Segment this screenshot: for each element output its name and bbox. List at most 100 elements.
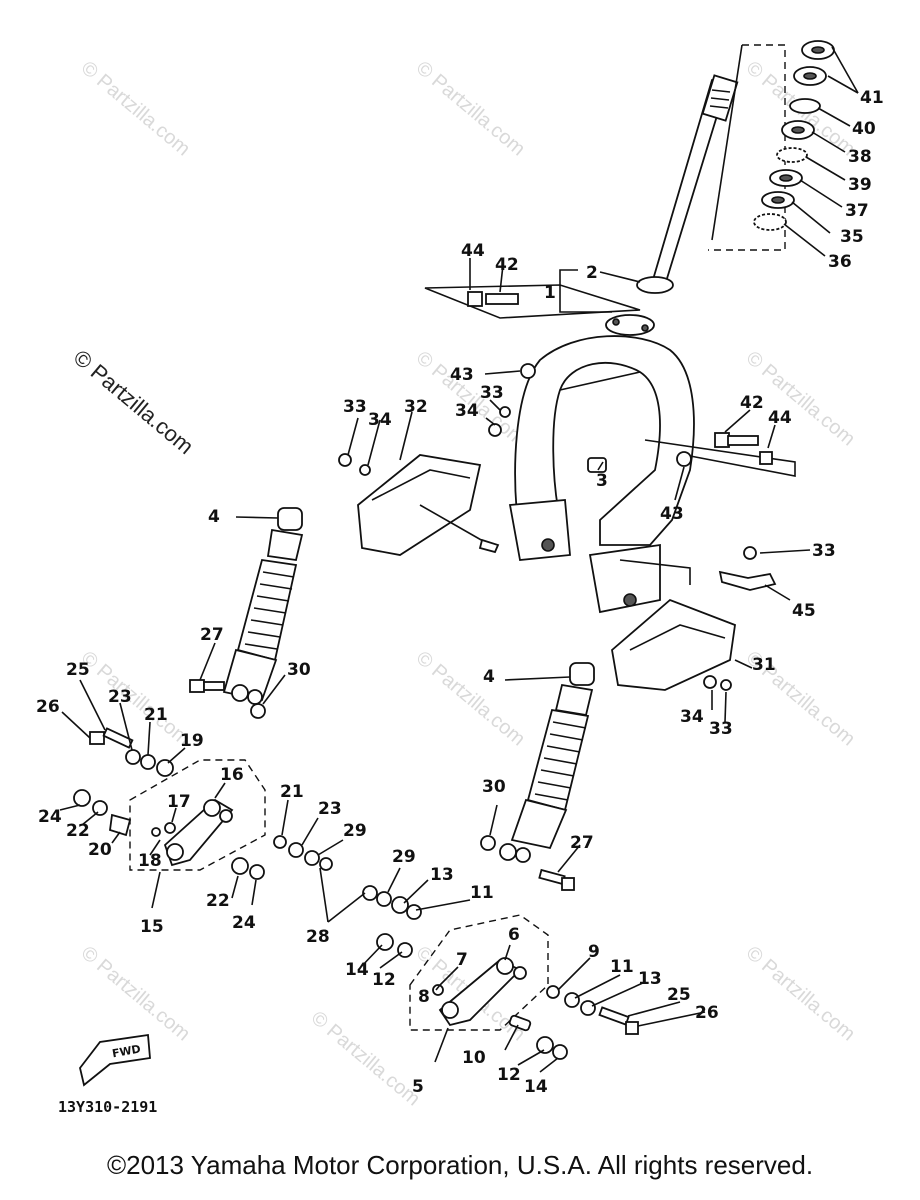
callout-label: 8 — [418, 987, 430, 1007]
shock-absorber-lower — [480, 662, 595, 891]
callout-label: 21 — [280, 782, 304, 802]
callout-label: 33 — [343, 397, 367, 417]
callout-label: 27 — [200, 625, 224, 645]
callout-label: 12 — [372, 970, 396, 990]
callout-label: 25 — [66, 660, 90, 680]
callout-label: 21 — [144, 705, 168, 725]
callout-label: 32 — [404, 397, 428, 417]
callout-label: 23 — [318, 799, 342, 819]
trim-plate-31 — [611, 546, 777, 691]
callout-label: 33 — [480, 383, 504, 403]
callout-label: 13 — [638, 969, 662, 989]
callout-label: 43 — [450, 365, 474, 385]
nut-43 — [676, 451, 692, 467]
washer-28 — [319, 857, 333, 871]
callout-label: 31 — [752, 655, 776, 675]
callout-label: 22 — [66, 821, 90, 841]
callout-label: 18 — [138, 851, 162, 871]
callout-label: 1 — [544, 283, 556, 303]
callout-label: 20 — [88, 840, 112, 860]
fwd-arrow-icon: FWD — [79, 1033, 151, 1087]
watermark: © Partzilla.com — [77, 942, 194, 1045]
callout-label: 38 — [848, 147, 872, 167]
callout-label: 14 — [345, 960, 369, 980]
callout-label: 12 — [497, 1065, 521, 1085]
diagram-code: 13Y310-2191 — [58, 1098, 157, 1116]
callout-label: 30 — [482, 777, 506, 797]
callout-label: 17 — [167, 792, 191, 812]
watermark-main: © Partzilla.com — [69, 345, 199, 459]
callout-label: 42 — [495, 255, 519, 275]
callout-label: 41 — [860, 88, 884, 108]
watermark: © Partzilla.com — [742, 942, 859, 1045]
watermark: © Partzilla.com — [412, 57, 529, 160]
callout-label: 3 — [596, 471, 608, 491]
callout-label: 44 — [461, 241, 485, 261]
bolt-42-upper — [467, 291, 519, 307]
callout-label: 33 — [812, 541, 836, 561]
callout-label: 11 — [610, 957, 634, 977]
callout-label: 36 — [828, 252, 852, 272]
callout-label: 13 — [430, 865, 454, 885]
callout-label: 6 — [508, 925, 520, 945]
callout-label: 45 — [792, 601, 816, 621]
callout-label: 42 — [740, 393, 764, 413]
callout-label: 29 — [343, 821, 367, 841]
washer-21 — [273, 835, 287, 849]
mount-plane — [644, 439, 796, 477]
callout-label: 5 — [412, 1077, 424, 1097]
callout-label: 2 — [586, 263, 598, 283]
callout-label: 7 — [456, 950, 468, 970]
watermark: © Partzilla.com — [307, 1007, 424, 1110]
callout-label: 33 — [709, 719, 733, 739]
callout-label: 29 — [392, 847, 416, 867]
fwd-label: FWD — [111, 1042, 142, 1060]
callout-label: 34 — [368, 410, 392, 430]
group-bracket-line — [711, 44, 743, 241]
callout-label: 9 — [588, 942, 600, 962]
link-group-5 — [362, 885, 639, 1060]
callout-label: 44 — [768, 408, 792, 428]
mount-plane — [619, 559, 691, 585]
callout-label: 16 — [220, 765, 244, 785]
callout-label: 28 — [306, 927, 330, 947]
callout-label: 4 — [483, 667, 495, 687]
callout-label: 14 — [524, 1077, 548, 1097]
callout-label: 35 — [840, 227, 864, 247]
callout-label: 24 — [232, 913, 256, 933]
callout-label: 40 — [852, 119, 876, 139]
callout-label: 25 — [667, 985, 691, 1005]
watermark: © Partzilla.com — [412, 647, 529, 750]
callout-label: 26 — [36, 697, 60, 717]
callout-labels: 41 40 38 39 37 35 36 2 1 44 42 43 33 34 … — [36, 88, 884, 1097]
callout-label: 15 — [140, 917, 164, 937]
steering-shaft — [605, 74, 739, 336]
callout-label: 34 — [680, 707, 704, 727]
nut-43 — [520, 363, 536, 379]
leader-lines — [59, 46, 859, 1073]
callout-label: 11 — [470, 883, 494, 903]
callout-label: 30 — [287, 660, 311, 680]
bolt-42-right — [714, 432, 773, 465]
callout-label: 10 — [462, 1048, 486, 1068]
link-group-15 — [73, 727, 266, 880]
callout-label: 24 — [38, 807, 62, 827]
callout-label: 43 — [660, 504, 684, 524]
trim-plate-32 — [338, 406, 511, 556]
shock-absorber-upper — [189, 507, 304, 719]
copyright-notice: ©2013 Yamaha Motor Corporation, U.S.A. A… — [106, 1150, 814, 1180]
watermark: © Partzilla.com — [77, 57, 194, 160]
callout-label: 4 — [208, 507, 220, 527]
mount-plane — [424, 284, 641, 319]
callout-label: 23 — [108, 687, 132, 707]
callout-label: 34 — [455, 401, 479, 421]
callout-label: 26 — [695, 1003, 719, 1023]
group-bracket — [708, 44, 786, 251]
callout-label: 39 — [848, 175, 872, 195]
washer-29 — [304, 850, 320, 866]
callout-label: 27 — [570, 833, 594, 853]
watermark: © Partzilla.com — [412, 347, 529, 450]
callout-label: 19 — [180, 731, 204, 751]
